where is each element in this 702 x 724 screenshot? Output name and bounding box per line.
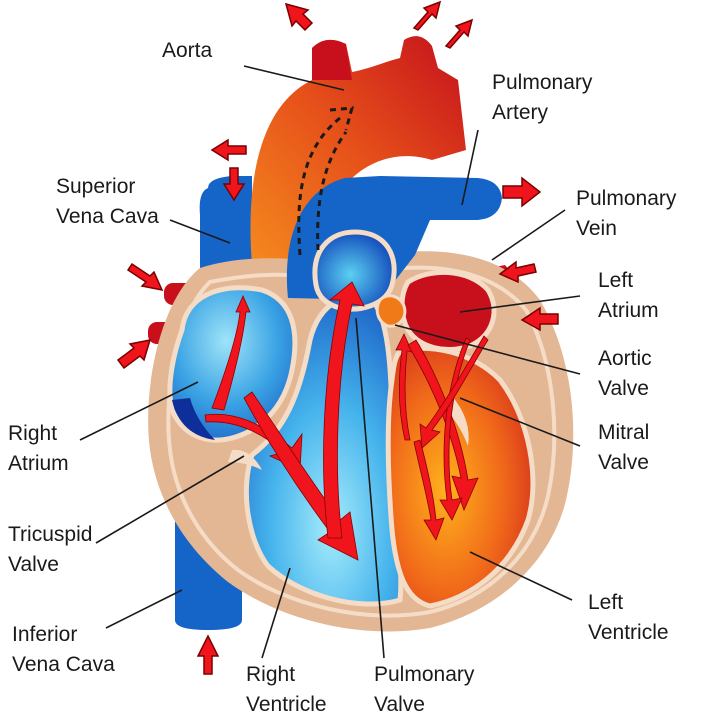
leader-aortic-valve bbox=[394, 324, 581, 375]
label-mitral-valve: Mitral Valve bbox=[598, 421, 650, 474]
leader-pulmonary-vein bbox=[491, 209, 566, 261]
label-pulmonary-artery: Pulmonary Artery bbox=[492, 71, 593, 124]
aortic-valve-shape bbox=[375, 294, 407, 328]
leader-lines bbox=[79, 65, 581, 659]
label-right-atrium: Right Atrium bbox=[8, 422, 69, 475]
leader-left-ventricle bbox=[469, 551, 573, 601]
label-aorta: Aorta bbox=[162, 39, 213, 62]
leader-right-atrium bbox=[79, 381, 199, 441]
label-left-ventricle: Left Ventricle bbox=[588, 591, 669, 644]
left-atrium-chamber bbox=[399, 269, 497, 352]
heart-inner-outline bbox=[166, 265, 557, 618]
tricuspid-valve-shape bbox=[228, 449, 262, 470]
leader-inferior-vena-cava bbox=[105, 589, 183, 629]
leader-aorta bbox=[243, 65, 345, 91]
label-pulmonary-valve: Pulmonary Valve bbox=[374, 663, 475, 716]
aorta-flow-dashes bbox=[297, 106, 355, 256]
leader-mitral-valve bbox=[459, 397, 581, 447]
external-flow-arrows bbox=[116, 0, 559, 675]
leader-right-ventricle bbox=[261, 567, 291, 659]
leader-pulmonary-artery bbox=[461, 129, 479, 206]
label-tricuspid-valve: Tricuspid Valve bbox=[8, 523, 93, 576]
leader-left-atrium bbox=[459, 295, 581, 313]
leader-pulmonary-valve bbox=[355, 317, 385, 659]
blood-flow-arrows bbox=[204, 281, 489, 561]
label-left-atrium: Left Atrium bbox=[598, 269, 659, 322]
label-superior-vena-cava: Superior Vena Cava bbox=[56, 175, 159, 228]
right-atrium-shadow bbox=[172, 398, 215, 440]
label-pulmonary-vein: Pulmonary Vein bbox=[576, 187, 677, 240]
label-right-ventricle: Right Ventricle bbox=[246, 663, 327, 716]
label-inferior-vena-cava: Inferior Vena Cava bbox=[12, 623, 115, 676]
label-aortic-valve: Aortic Valve bbox=[598, 347, 652, 400]
pulmonary-valve-shape bbox=[312, 229, 397, 312]
leader-superior-vena-cava bbox=[169, 219, 231, 244]
leader-tricuspid-valve bbox=[95, 455, 245, 544]
